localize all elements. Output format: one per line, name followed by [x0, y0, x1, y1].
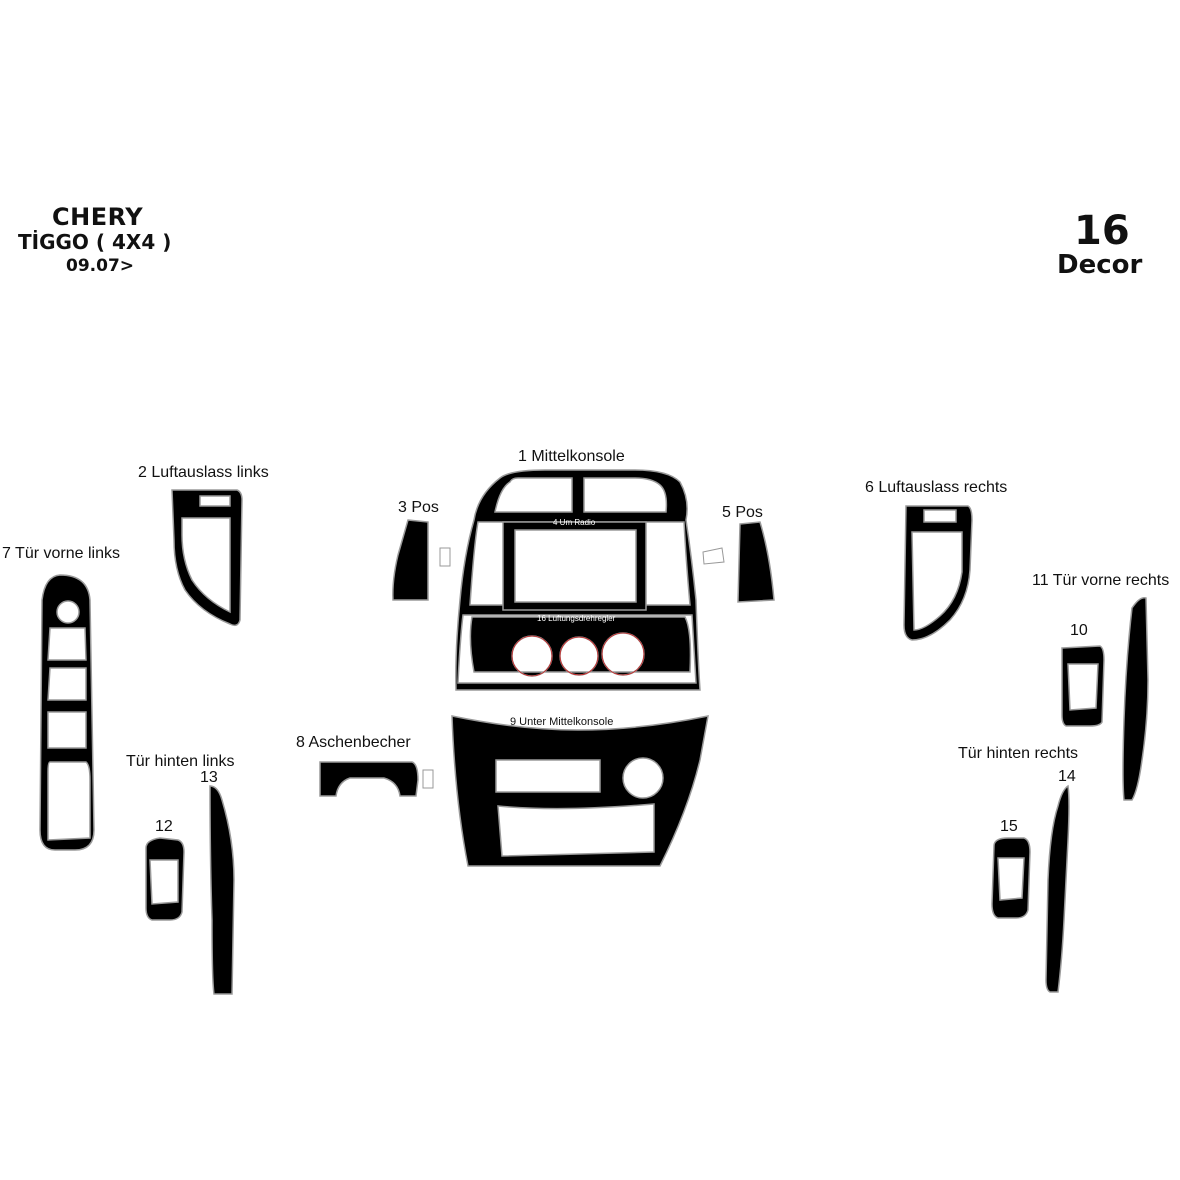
label-part-3: 3 Pos: [398, 499, 439, 516]
label-rear-left: Tür hinten links: [126, 753, 235, 770]
label-part-2: 2 Luftauslass links: [138, 464, 269, 481]
part-5-pos-right: [737, 521, 775, 603]
part-11-right-front-door: [1122, 596, 1149, 801]
part-9-lower-console: [451, 715, 709, 867]
vehicle-model: TİGGO ( 4X4 ): [18, 230, 172, 254]
label-part-7: 7 Tür vorne links: [2, 545, 120, 562]
label-part-5: 5 Pos: [722, 504, 763, 521]
decor-label: Decor: [1057, 250, 1143, 280]
part-15-right-switch-panel: [991, 837, 1031, 919]
vehicle-date: 09.07>: [66, 256, 135, 276]
label-rear-right: Tür hinten rechts: [958, 745, 1079, 762]
part-7-left-front-door: [39, 574, 95, 851]
part-8-small-insert: [422, 769, 434, 789]
label-part-11: 11 Tür vorne rechts: [1032, 572, 1170, 589]
label-part-15: 15: [1000, 818, 1018, 835]
part-1-center-console: [455, 469, 701, 691]
label-part-9: 9 Unter Mittelkonsole: [510, 716, 614, 728]
part-8-ashtray: [319, 761, 419, 797]
decor-piece-count: 16: [1074, 208, 1130, 254]
label-part-14: 14: [1058, 768, 1076, 785]
part-10-right-switch-panel: [1061, 645, 1105, 727]
part-16-vent-control: [469, 616, 692, 677]
part-5-small-insert: [702, 547, 725, 565]
part-3-pos-left: [392, 519, 429, 601]
label-part-8: 8 Aschenbecher: [296, 734, 411, 751]
part-13-left-rear-door: [209, 785, 235, 995]
label-part-13: 13: [200, 769, 218, 786]
label-part-1: 1 Mittelkonsole: [518, 448, 625, 465]
label-part-12: 12: [155, 818, 173, 835]
label-part-4: 4 Um Radio: [553, 518, 596, 527]
part-4-radio-frame: [502, 521, 647, 611]
part-12-left-switch-panel: [145, 837, 185, 921]
part-6-right-air-vent: [903, 505, 973, 641]
label-part-6: 6 Luftauslass rechts: [865, 479, 1008, 496]
label-part-10: 10: [1070, 622, 1088, 639]
part-14-right-rear-door: [1045, 784, 1070, 993]
vehicle-make: CHERY: [52, 203, 144, 231]
part-2-left-air-vent: [171, 489, 243, 627]
label-part-16: 16 Luftungsdrehregler: [537, 614, 616, 623]
part-3-small-insert: [439, 547, 451, 567]
